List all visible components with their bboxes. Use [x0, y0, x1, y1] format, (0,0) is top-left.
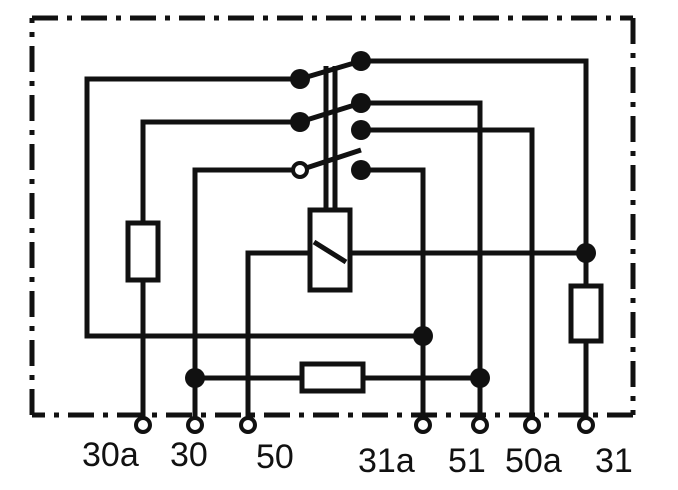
fuse-left [125, 220, 161, 283]
contact-dot [351, 93, 371, 113]
contact-dot [351, 51, 371, 71]
terminal-rings [134, 416, 595, 434]
terminal-label-30: 30 [170, 436, 208, 474]
terminal-labels: 30a 30 50 31a 51 50a 31 [82, 436, 633, 480]
terminal-label-50: 50 [256, 438, 294, 476]
junction-dot [413, 326, 433, 346]
terminal-label-31a: 31a [358, 442, 415, 480]
terminal-label-30a: 30a [82, 436, 139, 474]
contact-dot [290, 69, 310, 89]
fuse-bottom [299, 361, 366, 394]
terminal-label-51: 51 [448, 442, 486, 480]
terminal-50 [239, 416, 257, 434]
terminal-label-31: 31 [595, 442, 633, 480]
contact-dot [351, 120, 371, 140]
junction-dots [185, 51, 596, 388]
fuse-right [568, 283, 604, 344]
terminal-50a [523, 416, 541, 434]
junction-dot [576, 243, 596, 263]
junction-dot [470, 368, 490, 388]
relay-coil [307, 207, 353, 293]
open-contact [291, 161, 309, 179]
terminal-label-50a: 50a [505, 442, 562, 480]
terminal-31 [577, 416, 595, 434]
terminal-51 [471, 416, 489, 434]
terminal-30 [186, 416, 204, 434]
contact-dot [351, 160, 371, 180]
junction-dot [185, 368, 205, 388]
contact-dot [290, 112, 310, 132]
terminal-31a [414, 416, 432, 434]
terminal-30a [134, 416, 152, 434]
